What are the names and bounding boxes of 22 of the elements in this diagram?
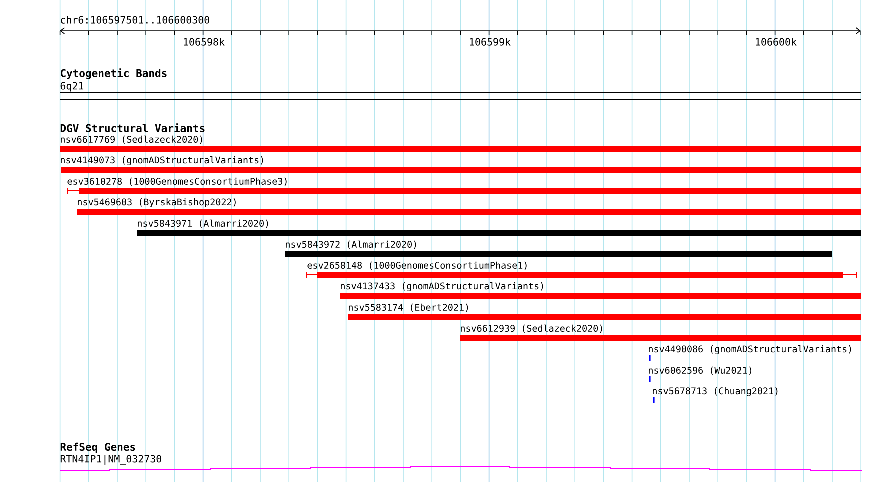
position-label: chr6:106597501..106600300: [61, 16, 210, 24]
tick-label: 106600k: [756, 38, 797, 46]
feature-label: nsv6612939 (Sedlazeck2020): [461, 324, 602, 334]
feature-label: nsv5469603 (ByrskaBishop2022): [78, 198, 236, 208]
feature-label: nsv4137433 (gnomADStructuralVariants): [341, 282, 544, 292]
track-title: RefSeq Genes: [60, 442, 136, 454]
feature-label: nsv6617769 (Sedlazeck2020): [61, 136, 202, 144]
feature-label: nsv4490086 (gnomADStructuralVariants): [649, 345, 852, 354]
band-label: 6q21: [60, 82, 84, 92]
track-title: Cytogenetic Bands: [61, 68, 167, 80]
track-title: DGV Structural Variants: [60, 124, 205, 132]
gene-label: RTN4IP1|NM_032730: [60, 455, 162, 465]
feature-label: nsv5678713 (Chuang2021): [653, 388, 778, 396]
feature-label: nsv5583174 (Ebert2021): [349, 304, 468, 312]
tick-label: 106599k: [470, 38, 511, 46]
tick-label: 106598k: [184, 38, 225, 46]
feature-label: nsv6062596 (Wu2021): [649, 366, 752, 376]
feature-label: esv2658148 (1000GenomesConsortiumPhase1): [308, 262, 527, 270]
feature-label: nsv5843971 (Almarri2020): [138, 220, 268, 228]
feature-label: nsv5843972 (Almarri2020): [286, 240, 416, 250]
feature-label: esv3610278 (1000GenomesConsortiumPhase3): [68, 178, 287, 186]
feature-label: nsv4149073 (gnomADStructuralVariants): [61, 156, 264, 166]
